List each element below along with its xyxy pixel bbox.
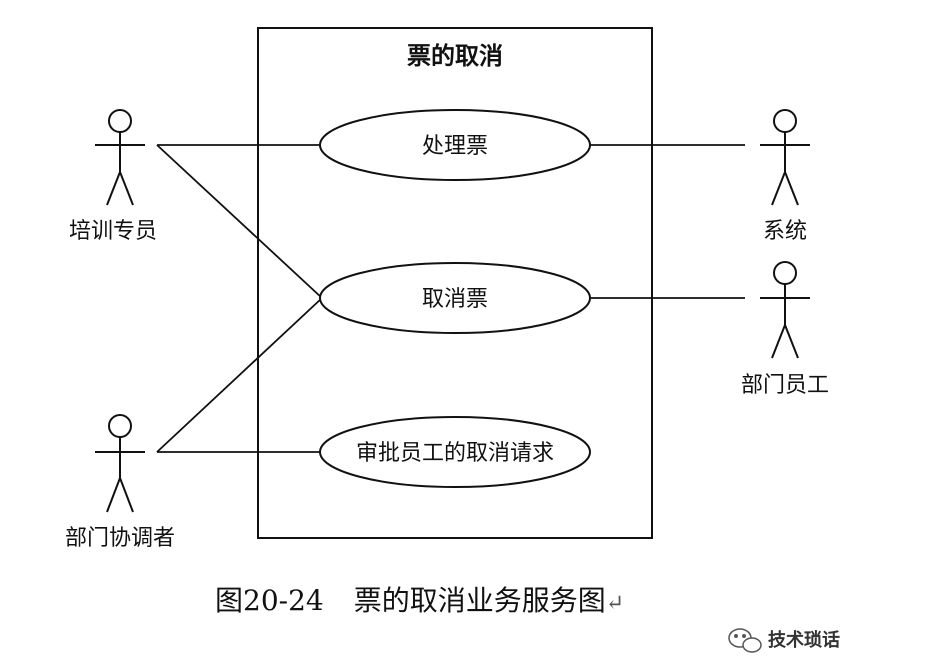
actor-leg-right <box>784 324 799 359</box>
watermark-text: 技术琐话 <box>768 629 840 651</box>
use-case-ellipse <box>319 416 591 488</box>
actor-label-dept-coordinator: 部门协调者 <box>65 526 175 551</box>
actor-leg-left <box>106 477 121 513</box>
assoc-coordinator-to-cancel <box>156 297 323 453</box>
figure-caption: 图20-24 票的取消业务服务图↵ <box>215 584 624 617</box>
use-case-label: 处理票 <box>422 134 488 159</box>
use-case-label: 取消票 <box>422 287 488 312</box>
use-case-approve-cancel: 审批员工的取消请求 <box>319 416 591 488</box>
wechat-icon <box>728 628 762 653</box>
associations <box>156 144 745 453</box>
actor-dept-employee <box>760 261 810 359</box>
actor-training-specialist <box>95 109 145 206</box>
actor-label-dept-employee: 部门员工 <box>741 373 829 398</box>
assoc-training-to-cancel <box>156 144 323 299</box>
actor-head-icon <box>108 414 132 438</box>
figure-title: 票的取消业务服务图 <box>354 584 606 617</box>
actor-system <box>760 109 810 206</box>
use-case-process-ticket: 处理票 <box>319 109 591 181</box>
figure-number: 图20-24 <box>215 584 324 617</box>
actor-leg-left <box>771 324 786 359</box>
system-boundary <box>257 27 653 539</box>
use-case-ellipse <box>319 109 591 181</box>
actor-leg-right <box>119 477 134 513</box>
actor-label-system: 系统 <box>763 219 807 244</box>
actor-leg-left <box>771 171 786 206</box>
use-case-label: 审批员工的取消请求 <box>356 441 554 466</box>
actor-leg-right <box>119 171 134 206</box>
actor-leg-left <box>106 171 121 206</box>
actor-leg-right <box>784 171 799 206</box>
use-case-ellipse <box>319 262 591 334</box>
actor-label-training-specialist: 培训专员 <box>69 219 157 244</box>
actor-head-icon <box>773 109 797 133</box>
use-case-cancel-ticket: 取消票 <box>319 262 591 334</box>
return-mark: ↵ <box>606 591 624 616</box>
system-boundary-title: 票的取消 <box>407 42 503 70</box>
watermark: 技术琐话 <box>728 628 840 653</box>
actor-head-icon <box>773 261 797 285</box>
actor-dept-coordinator <box>95 414 145 513</box>
actor-head-icon <box>108 109 132 133</box>
